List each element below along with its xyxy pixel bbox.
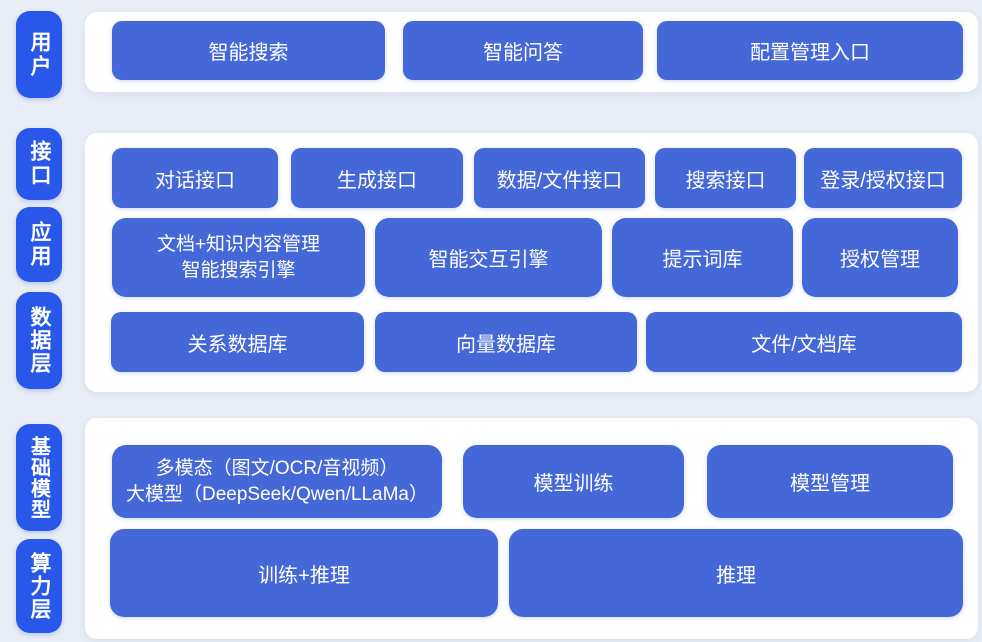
box-model-training: 模型训练 [463, 445, 684, 518]
box-generation-api: 生成接口 [291, 148, 463, 208]
box-line2: 大模型（DeepSeek/Qwen/LLaMa） [125, 483, 428, 505]
box-file-document-store: 文件/文档库 [646, 312, 962, 372]
box-authorization-management: 授权管理 [802, 218, 958, 297]
pill-interface-layer: 接口 [16, 128, 62, 200]
box-line1: 文档+知识内容管理 [156, 233, 321, 255]
pill-user-layer: 用户 [16, 11, 62, 98]
box-smart-search: 智能搜索 [112, 21, 385, 80]
box-doc-knowledge-search-engine: 文档+知识内容管理 智能搜索引擎 [112, 218, 365, 297]
pill-application-layer: 应用 [16, 207, 62, 282]
box-search-api: 搜索接口 [655, 148, 796, 208]
box-prompt-library: 提示词库 [612, 218, 793, 297]
box-line1: 多模态（图文/OCR/音视频） [155, 457, 399, 479]
box-multimodal-large-model: 多模态（图文/OCR/音视频） 大模型（DeepSeek/Qwen/LLaMa） [112, 445, 442, 518]
pill-compute-layer: 算力层 [16, 539, 62, 633]
box-relational-database: 关系数据库 [111, 312, 364, 372]
box-smart-interaction-engine: 智能交互引擎 [375, 218, 602, 297]
box-model-management: 模型管理 [707, 445, 953, 518]
pill-data-layer: 数据层 [16, 292, 62, 389]
box-config-management-entry: 配置管理入口 [657, 21, 963, 80]
box-inference: 推理 [509, 529, 963, 617]
box-line2: 智能搜索引擎 [181, 259, 296, 281]
box-login-auth-api: 登录/授权接口 [804, 148, 962, 208]
box-smart-qa: 智能问答 [403, 21, 643, 80]
box-training-plus-inference: 训练+推理 [110, 529, 498, 617]
box-vector-database: 向量数据库 [375, 312, 637, 372]
pill-base-model-layer: 基础模型 [16, 424, 62, 531]
box-dialog-api: 对话接口 [112, 148, 278, 208]
box-data-file-api: 数据/文件接口 [474, 148, 645, 208]
